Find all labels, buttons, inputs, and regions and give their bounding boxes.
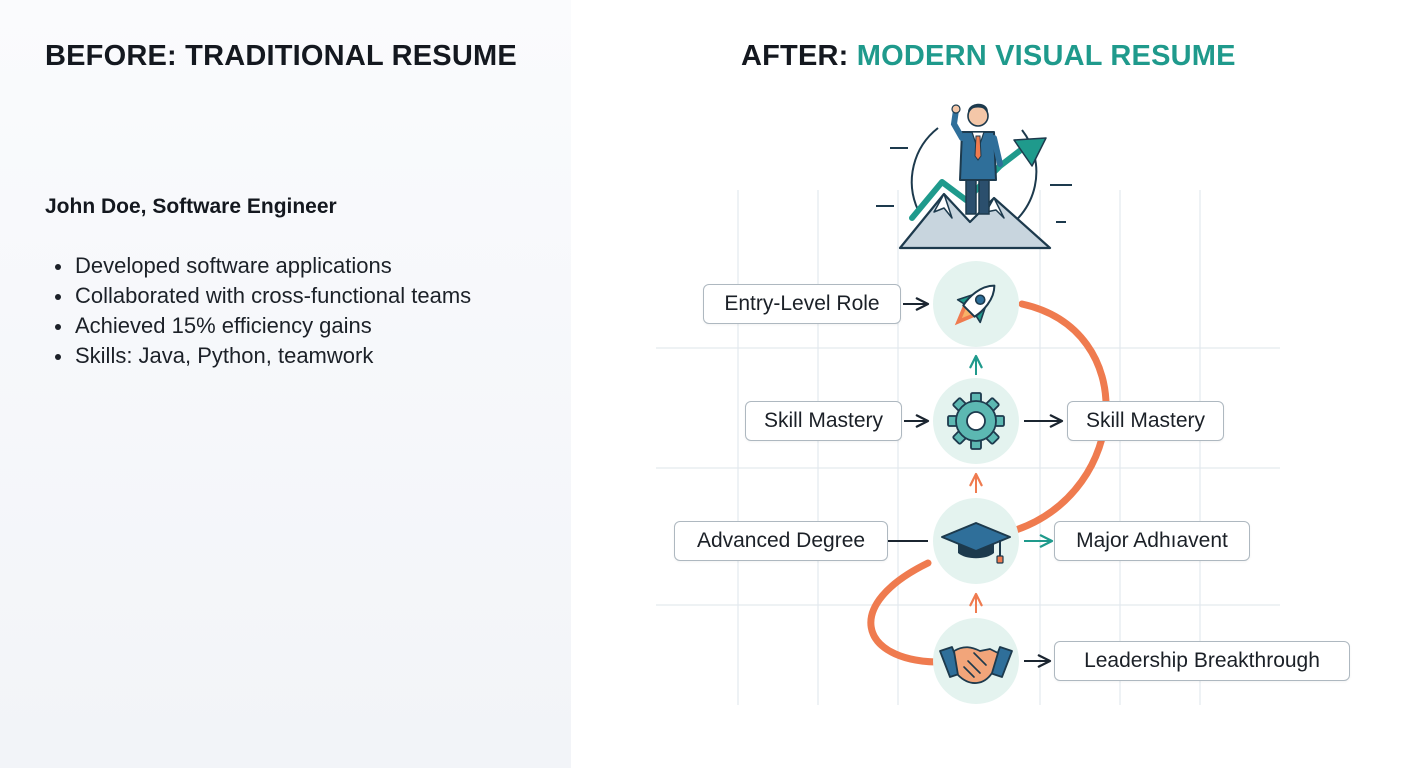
node-label-leadership: Leadership Breakthrough: [1054, 641, 1350, 681]
node-label-skill-mastery-left: Skill Mastery: [745, 401, 902, 441]
resume-bullet: Collaborated with cross-functional teams: [54, 281, 471, 311]
graduation-cap-icon: [941, 522, 1011, 564]
after-heading-accent: MODERN VISUAL RESUME: [856, 40, 1236, 72]
resume-bullet: Achieved 15% efficiency gains: [54, 311, 471, 341]
node-label-skill-mastery-right: Skill Mastery: [1067, 401, 1224, 441]
background-grid: [656, 190, 1280, 705]
resume-bullet: Skills: Java, Python, teamwork: [54, 341, 471, 371]
resume-name-title: John Doe, Software Engineer: [45, 195, 337, 218]
before-panel: [0, 0, 571, 768]
node-label-major-achievement: Major Adhıavent: [1054, 521, 1250, 561]
gear-icon: [947, 392, 1005, 450]
resume-bullet-list: Developed software applications Collabor…: [54, 251, 471, 371]
career-path-curve: [867, 300, 1110, 666]
after-heading: AFTER: MODERN VISUAL RESUME: [741, 40, 1236, 73]
resume-bullet: Developed software applications: [54, 251, 471, 281]
node-label-entry-role: Entry-Level Role: [703, 284, 901, 324]
before-heading: BEFORE: TRADITIONAL RESUME: [45, 40, 517, 72]
node-label-advanced-degree: Advanced Degree: [674, 521, 888, 561]
after-heading-prefix: AFTER:: [741, 40, 849, 72]
handshake-icon: [939, 646, 1013, 684]
businessman-summit-icon: [876, 103, 1072, 250]
rocket-icon: [954, 284, 996, 326]
